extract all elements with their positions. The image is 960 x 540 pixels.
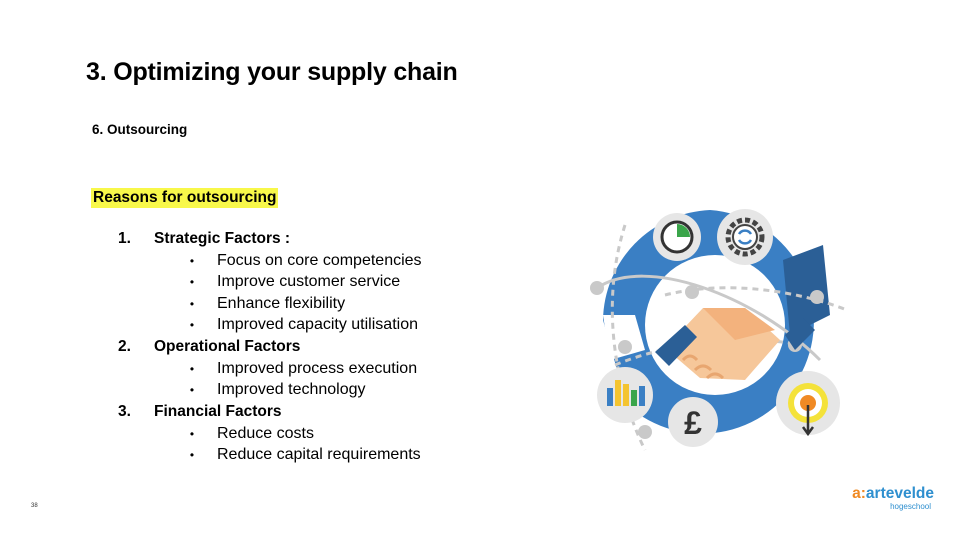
bullet-icon: •	[189, 296, 195, 311]
bullet-icon: •	[189, 448, 195, 463]
list-item: • Reduce capital requirements	[118, 445, 422, 467]
list-item: • Reduce costs	[118, 423, 422, 445]
clock-icon	[653, 213, 701, 261]
bullet-icon: •	[189, 275, 195, 290]
bullet-icon: •	[189, 426, 195, 441]
list-item: • Improve customer service	[118, 272, 422, 294]
slide-title: 3. Optimizing your supply chain	[86, 58, 458, 86]
bullet-list: • Improved process execution • Improved te…	[118, 358, 422, 401]
bar-chart-icon	[597, 367, 653, 423]
factor-item: 1. Strategic Factors : • Focus on core co…	[118, 228, 422, 336]
bullet-list: • Focus on core competencies • Improve cus…	[118, 250, 422, 336]
logo-mark: a:	[852, 485, 866, 502]
bullet-text: Enhance flexibility	[217, 294, 346, 312]
bullet-icon: •	[189, 361, 195, 376]
factor-number: 3.	[118, 403, 131, 420]
logo-subtitle: hogeschool	[890, 502, 931, 511]
factor-list: 1. Strategic Factors : • Focus on core co…	[118, 228, 422, 466]
pound-coin-icon: £	[668, 397, 718, 447]
bullet-text: Improved process execution	[217, 359, 418, 377]
list-item: • Focus on core competencies	[118, 250, 422, 272]
list-item: • Improved technology	[118, 380, 422, 402]
factor-header: 3. Financial Factors	[118, 401, 422, 423]
factor-item: 3. Financial Factors • Reduce costs • Redu…	[118, 401, 422, 466]
factor-header: 2. Operational Factors	[118, 336, 422, 358]
bullet-text: Improved technology	[217, 381, 366, 399]
bullet-icon: •	[189, 253, 195, 268]
factor-item: 2. Operational Factors • Improved process…	[118, 336, 422, 401]
factor-title: Strategic Factors :	[154, 230, 291, 247]
logo-name: artevelde	[865, 485, 934, 502]
slide-subtitle: 6. Outsourcing	[92, 122, 188, 137]
bullet-text: Improve customer service	[217, 273, 401, 291]
target-icon	[776, 371, 840, 437]
section-heading: Reasons for outsourcing	[91, 188, 279, 208]
bullet-text: Reduce capital requirements	[217, 446, 421, 464]
factor-header: 1. Strategic Factors :	[118, 228, 422, 250]
list-item: • Enhance flexibility	[118, 293, 422, 315]
bullet-list: • Reduce costs • Reduce capital requiremen…	[118, 423, 422, 466]
bullet-text: Improved capacity utilisation	[217, 316, 418, 334]
handshake-icon	[655, 308, 815, 380]
bullet-text: Focus on core competencies	[217, 251, 422, 269]
factor-title: Operational Factors	[154, 338, 301, 355]
factor-number: 2.	[118, 338, 131, 355]
page-number: 38	[31, 503, 38, 509]
bullet-icon: •	[189, 318, 195, 333]
factor-number: 1.	[118, 230, 131, 247]
gear-icon	[717, 209, 773, 265]
currency-symbol: £	[684, 405, 702, 441]
list-item: • Improved capacity utilisation	[118, 315, 422, 337]
factor-title: Financial Factors	[154, 403, 282, 420]
bullet-text: Reduce costs	[217, 424, 314, 442]
logo-wordmark: a:artevelde	[834, 486, 934, 502]
orbit-nodes	[590, 281, 824, 439]
artevelde-logo: a:artevelde hogeschool	[834, 486, 934, 512]
bullet-icon: •	[189, 383, 195, 398]
outsourcing-illustration: £	[590, 209, 848, 451]
list-item: • Improved process execution	[118, 358, 422, 380]
